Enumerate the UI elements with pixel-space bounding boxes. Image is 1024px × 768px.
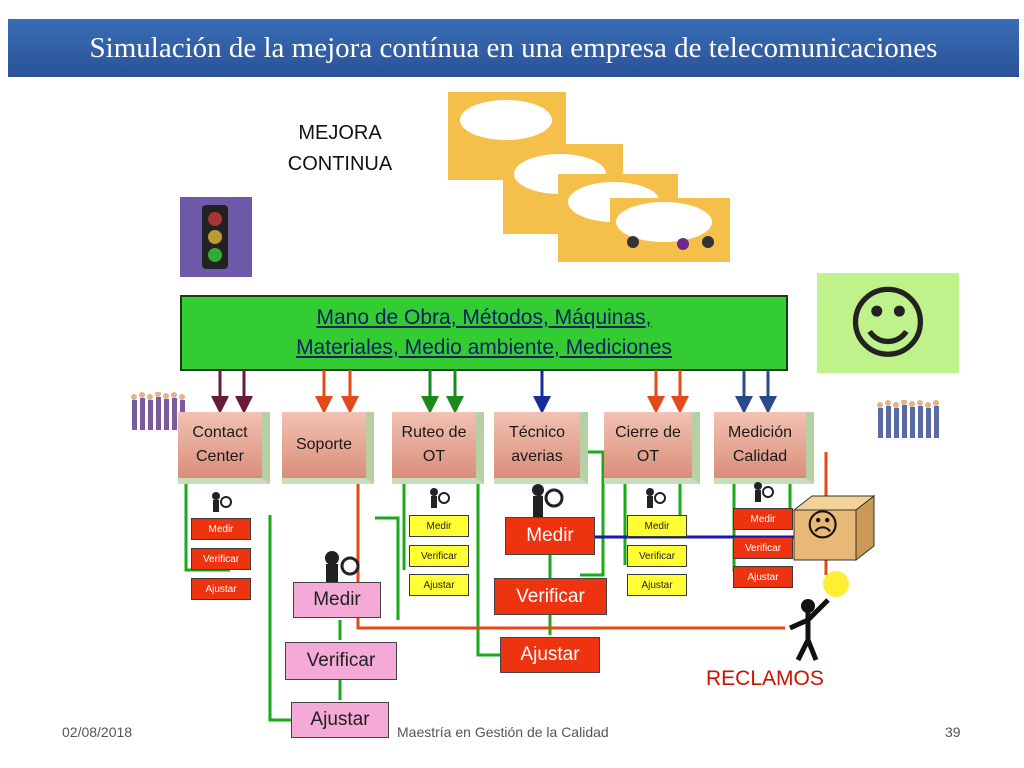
contact-verificar: Verificar (191, 548, 251, 570)
traffic-light-icon (180, 197, 252, 277)
soporte-verificar: Verificar (285, 642, 397, 680)
inspector-magnifier-icon (532, 484, 564, 518)
process-medicion-calidad: Medición Calidad (714, 412, 814, 484)
process-contact-center: Contact Center (178, 412, 270, 484)
page-title: Simulación de la mejora contínua en una … (89, 31, 938, 64)
inspector-magnifier-icon (754, 482, 774, 502)
inspector-magnifier-icon (646, 488, 666, 508)
banner-line1: Mano de Obra, Métodos, Máquinas, (316, 306, 652, 329)
idea-person-icon (788, 571, 849, 662)
tecnico-verificar: Verificar (494, 578, 607, 615)
footer-page: 39 (945, 724, 961, 740)
mejora-label-line1: MEJORA (298, 122, 382, 144)
medicion-medir: Medir (733, 508, 793, 530)
meeting-clipart-icon (448, 92, 730, 262)
footer-date: 02/08/2018 (62, 724, 133, 740)
soporte-medir: Medir (293, 582, 381, 618)
ruteo-medir: Medir (409, 515, 469, 537)
inspector-magnifier-icon (212, 492, 232, 512)
contact-medir: Medir (191, 518, 251, 540)
cierre-verificar: Verificar (627, 545, 687, 567)
causes-banner: Mano de Obra, Métodos, Máquinas, Materia… (180, 295, 788, 371)
ruteo-ajustar: Ajustar (409, 574, 469, 596)
sad-face-icon: ☹ (806, 506, 840, 544)
cierre-ajustar: Ajustar (627, 574, 687, 596)
process-tecnico-averias: Técnico averias (494, 412, 588, 484)
soporte-ajustar: Ajustar (291, 702, 389, 738)
mejora-label-line2: CONTINUA (287, 153, 393, 175)
mejora-continua-label: MEJORA CONTINUA (270, 118, 410, 180)
cierre-medir: Medir (627, 515, 687, 537)
title-bar: Simulación de la mejora contínua en una … (8, 19, 1019, 77)
process-cierre-ot: Cierre de OT (604, 412, 700, 484)
tecnico-medir: Medir (505, 517, 595, 555)
tecnico-ajustar: Ajustar (500, 637, 600, 673)
inspector-magnifier-icon (430, 488, 450, 508)
process-soporte: Soporte (282, 412, 374, 484)
smiley-face-icon: ☺ (817, 273, 959, 373)
process-ruteo-ot: Ruteo de OT (392, 412, 484, 484)
banner-line2: Materiales, Medio ambiente, Mediciones (296, 336, 672, 359)
people-group-icon-right (877, 400, 939, 438)
medicion-ajustar: Ajustar (733, 566, 793, 588)
reclamos-label: RECLAMOS (706, 667, 824, 690)
ruteo-verificar: Verificar (409, 545, 469, 567)
medicion-verificar: Verificar (733, 537, 793, 559)
footer-center: Maestría en Gestión de la Calidad (397, 724, 609, 740)
contact-ajustar: Ajustar (191, 578, 251, 600)
sad-box-icon (792, 494, 876, 562)
